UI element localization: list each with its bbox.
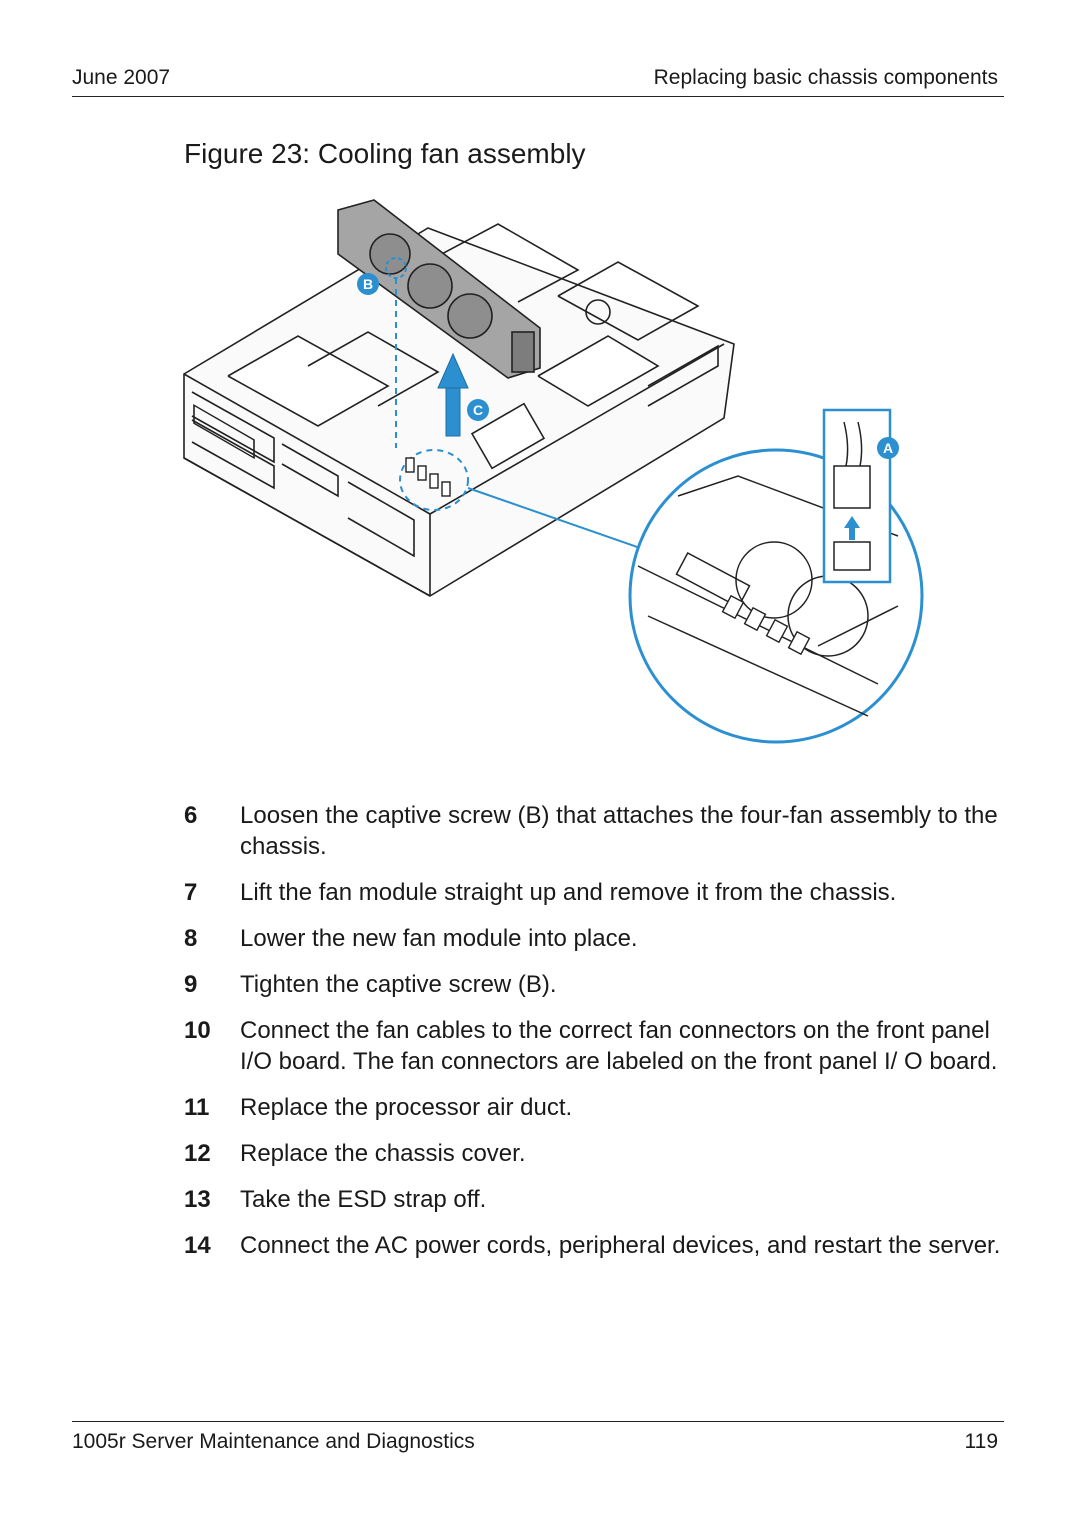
chassis-illustration: B C A <box>178 196 938 756</box>
step-9: 9 Tighten the captive screw (B). <box>184 969 1014 1000</box>
step-number: 11 <box>184 1094 210 1121</box>
step-number: 8 <box>184 925 198 952</box>
figure-title: Figure 23: Cooling fan assembly <box>184 138 586 169</box>
step-text: Lift the fan module straight up and remo… <box>240 879 897 906</box>
step-number: 9 <box>184 971 198 998</box>
footer-title: 1005r Server Maintenance and Diagnostics <box>72 1430 475 1453</box>
step-number: 14 <box>184 1232 211 1259</box>
page-header: June 2007 Replacing basic chassis compon… <box>72 66 1004 97</box>
step-12: 12 Replace the chassis cover. <box>184 1138 1014 1169</box>
step-text: Loosen the captive screw (B) that attach… <box>240 802 998 860</box>
step-text: Connect the AC power cords, peripheral d… <box>240 1232 1001 1259</box>
step-number: 6 <box>184 802 198 829</box>
callout-c-label: C <box>473 402 483 418</box>
step-text: Replace the processor air duct. <box>240 1094 573 1121</box>
connector-inset <box>822 408 892 584</box>
step-11: 11 Replace the processor air duct. <box>184 1092 1014 1123</box>
step-8: 8 Lower the new fan module into place. <box>184 923 1014 954</box>
procedure-steps: 6 Loosen the captive screw (B) that atta… <box>184 800 1014 1276</box>
step-6: 6 Loosen the captive screw (B) that atta… <box>184 800 1014 862</box>
step-text: Take the ESD strap off. <box>240 1186 487 1213</box>
header-date: June 2007 <box>72 66 171 89</box>
page-footer: 1005r Server Maintenance and Diagnostics… <box>72 1421 1004 1460</box>
step-number: 12 <box>184 1140 211 1167</box>
header-section: Replacing basic chassis components <box>653 66 998 89</box>
page-number: 119 <box>964 1430 998 1453</box>
callout-c <box>467 399 489 421</box>
callout-a-label: A <box>883 440 893 456</box>
step-text: Connect the fan cables to the correct fa… <box>240 1017 998 1075</box>
step-10: 10 Connect the fan cables to the correct… <box>184 1015 1014 1077</box>
callout-b-label: B <box>363 276 373 292</box>
step-number: 10 <box>184 1017 211 1044</box>
callout-b <box>357 273 379 295</box>
step-number: 7 <box>184 879 198 906</box>
lift-arrow <box>437 352 469 437</box>
step-text: Tighten the captive screw (B). <box>240 971 557 998</box>
step-7: 7 Lift the fan module straight up and re… <box>184 877 1014 908</box>
step-13: 13 Take the ESD strap off. <box>184 1184 1014 1215</box>
callout-a <box>877 437 899 459</box>
fan-module <box>337 199 541 379</box>
step-number: 13 <box>184 1186 211 1213</box>
step-14: 14 Connect the AC power cords, periphera… <box>184 1230 1014 1261</box>
step-text: Lower the new fan module into place. <box>240 925 638 952</box>
step-text: Replace the chassis cover. <box>240 1140 526 1167</box>
